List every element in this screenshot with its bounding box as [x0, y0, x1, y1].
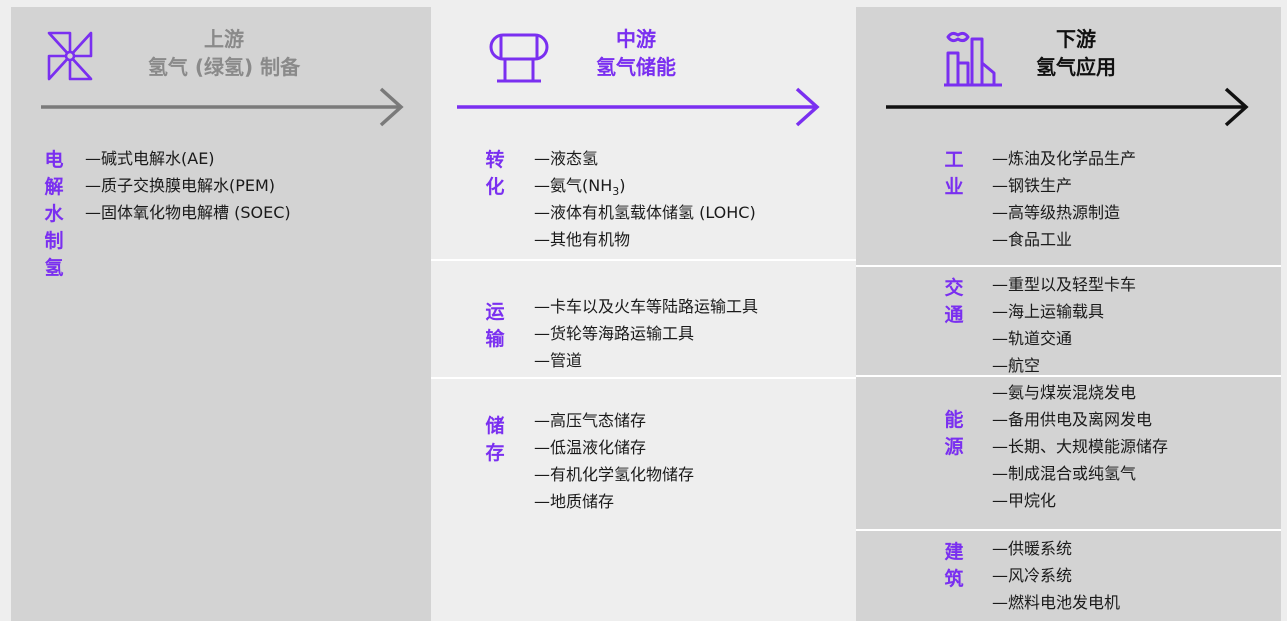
storage-tank-icon — [489, 33, 549, 83]
factory-icon — [944, 31, 1002, 87]
list-item: 有机化学氢化物储存 — [534, 461, 694, 488]
upstream-header: 上游 氢气 (绿氢) 制备 — [11, 23, 431, 93]
downstream-column: 下游 氢气应用 工业 炼油及化学品生产 钢铁生产 高等级热源制造 食品工业 交通… — [856, 7, 1281, 621]
downstream-section-buildings: 建筑 供暖系统 风冷系统 燃料电池发电机 — [856, 529, 1281, 621]
list-item: 食品工业 — [992, 226, 1136, 253]
item-list: 供暖系统 风冷系统 燃料电池发电机 — [992, 535, 1120, 616]
downstream-section-industry: 工业 炼油及化学品生产 钢铁生产 高等级热源制造 食品工业 — [856, 145, 1281, 259]
list-item: 管道 — [534, 347, 758, 374]
list-item: 低温液化储存 — [534, 434, 694, 461]
list-item: 质子交换膜电解水(PEM) — [85, 172, 291, 199]
list-item: 其他有机物 — [534, 226, 756, 253]
downstream-arrow — [886, 87, 1249, 127]
upstream-section-electrolysis: 电解水制氢 碱式电解水(AE) 质子交换膜电解水(PEM) 固体氧化物电解槽 (… — [11, 145, 431, 445]
midstream-section-conversion: 转化 液态氢 氨气(NH3) 液体有机氢载体储氢 (LOHC) 其他有机物 — [431, 145, 856, 259]
list-item: 制成混合或纯氢气 — [992, 460, 1168, 487]
list-item: 钢铁生产 — [992, 172, 1136, 199]
item-list: 卡车以及火车等陆路运输工具 货轮等海路运输工具 管道 — [534, 293, 758, 374]
list-item: 供暖系统 — [992, 535, 1120, 562]
section-label: 建筑 — [944, 541, 964, 590]
item-list: 炼油及化学品生产 钢铁生产 高等级热源制造 食品工业 — [992, 145, 1136, 253]
list-item: 高等级热源制造 — [992, 199, 1136, 226]
midstream-arrow — [457, 87, 820, 127]
midstream-section-transport: 运输 卡车以及火车等陆路运输工具 货轮等海路运输工具 管道 — [431, 259, 856, 379]
midstream-title-line1: 中游 — [616, 27, 656, 51]
midstream-section-storage: 储存 高压气态储存 低温液化储存 有机化学氢化物储存 地质储存 — [431, 377, 856, 621]
section-label: 能源 — [944, 409, 964, 458]
list-item: 风冷系统 — [992, 562, 1120, 589]
item-list: 高压气态储存 低温液化储存 有机化学氢化物储存 地质储存 — [534, 407, 694, 515]
list-item: 燃料电池发电机 — [992, 589, 1120, 616]
section-label: 运输 — [485, 301, 505, 350]
list-item: 氨气(NH3) — [534, 172, 756, 199]
list-item: 地质储存 — [534, 488, 694, 515]
list-item: 液体有机氢载体储氢 (LOHC) — [534, 199, 756, 226]
upstream-column: 上游 氢气 (绿氢) 制备 电解水制氢 碱式电解水(AE) 质子交换膜电解水(P… — [11, 7, 431, 621]
item-list: 液态氢 氨气(NH3) 液体有机氢载体储氢 (LOHC) 其他有机物 — [534, 145, 756, 253]
list-item: 炼油及化学品生产 — [992, 145, 1136, 172]
section-label: 储存 — [485, 415, 505, 464]
item-list: 重型以及轻型卡车 海上运输载具 轨道交通 航空 — [992, 271, 1136, 379]
downstream-title: 下游 氢气应用 — [1021, 25, 1131, 81]
section-label: 电解水制氢 — [44, 149, 64, 279]
section-label: 交通 — [944, 277, 964, 326]
midstream-header: 中游 氢气储能 — [431, 23, 856, 93]
list-item: 固体氧化物电解槽 (SOEC) — [85, 199, 291, 226]
downstream-header: 下游 氢气应用 — [856, 23, 1281, 93]
item-list: 氨与煤炭混烧发电 备用供电及离网发电 长期、大规模能源储存 制成混合或纯氢气 甲… — [992, 379, 1168, 514]
list-item: 液态氢 — [534, 145, 756, 172]
list-item: 货轮等海路运输工具 — [534, 320, 758, 347]
midstream-title: 中游 氢气储能 — [581, 25, 691, 81]
list-item: 重型以及轻型卡车 — [992, 271, 1136, 298]
upstream-title: 上游 氢气 (绿氢) 制备 — [129, 25, 319, 81]
section-label: 转化 — [485, 149, 505, 198]
section-label: 工业 — [944, 149, 964, 198]
list-item: 长期、大规模能源储存 — [992, 433, 1168, 460]
windmill-icon — [47, 31, 93, 81]
list-item: 氨与煤炭混烧发电 — [992, 379, 1168, 406]
downstream-title-line2: 氢气应用 — [1036, 55, 1116, 79]
midstream-title-line2: 氢气储能 — [596, 55, 676, 79]
downstream-title-line1: 下游 — [1056, 27, 1096, 51]
downstream-section-energy: 能源 氨与煤炭混烧发电 备用供电及离网发电 长期、大规模能源储存 制成混合或纯氢… — [856, 375, 1281, 531]
list-item: 碱式电解水(AE) — [85, 145, 291, 172]
midstream-column: 中游 氢气储能 转化 液态氢 氨气(NH3) 液体有机氢载体储氢 (LOHC) … — [431, 7, 856, 621]
upstream-arrow — [41, 87, 404, 127]
list-item: 高压气态储存 — [534, 407, 694, 434]
list-item: 轨道交通 — [992, 325, 1136, 352]
list-item: 海上运输载具 — [992, 298, 1136, 325]
upstream-title-line2: 氢气 (绿氢) 制备 — [147, 55, 301, 79]
list-item: 备用供电及离网发电 — [992, 406, 1168, 433]
list-item: 卡车以及火车等陆路运输工具 — [534, 293, 758, 320]
downstream-section-transport: 交通 重型以及轻型卡车 海上运输载具 轨道交通 航空 — [856, 265, 1281, 377]
list-item: 航空 — [992, 352, 1136, 379]
item-list: 碱式电解水(AE) 质子交换膜电解水(PEM) 固体氧化物电解槽 (SOEC) — [85, 145, 291, 226]
upstream-title-line1: 上游 — [204, 27, 244, 51]
list-item: 甲烷化 — [992, 487, 1168, 514]
